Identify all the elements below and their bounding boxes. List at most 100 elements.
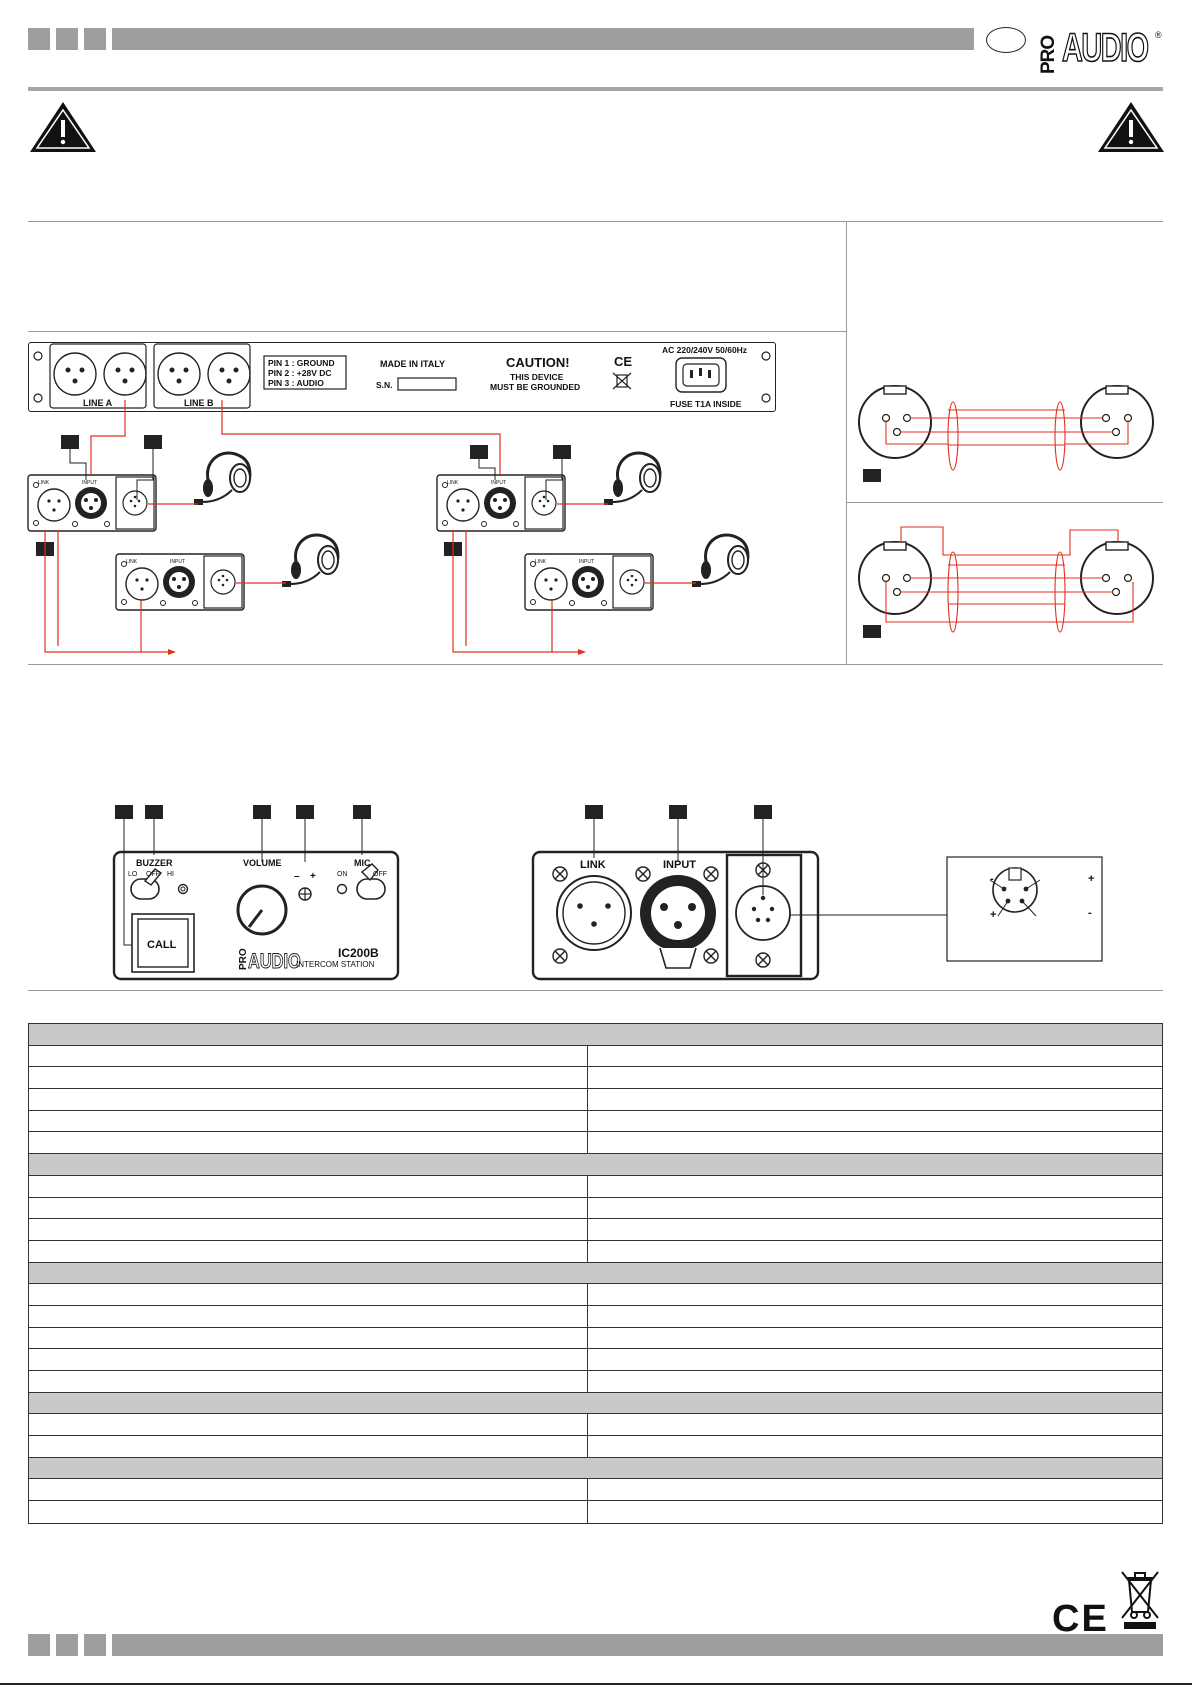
rear-input-label: INPUT: [663, 859, 696, 871]
table-row: [29, 1067, 1162, 1090]
station1-input: INPUT: [82, 480, 97, 486]
front-mic-label: MIC: [354, 858, 371, 868]
rack-xlr-3: [157, 352, 201, 396]
spec-section-head: [29, 1154, 1162, 1176]
header-rule: [28, 87, 1163, 91]
logo-registered: ®: [1155, 30, 1162, 40]
table-row: [29, 1349, 1162, 1371]
footer-bar: [112, 1634, 1163, 1656]
table-row: [29, 1219, 1162, 1241]
pinout-bl: +: [990, 909, 996, 921]
rule-3: [846, 502, 1163, 503]
weee-bin-icon: [1121, 1571, 1159, 1629]
footer-rule: [0, 1683, 1192, 1685]
rack-diagram: LINE A LINE B PIN 1 : GROUND PIN 2 : +28…: [33, 343, 771, 409]
table-row: [29, 1240, 1162, 1263]
spec-section-head: [29, 1457, 1162, 1480]
headset-icon-2: [280, 533, 340, 589]
callout-box-1: [61, 435, 79, 449]
rear-panel: [531, 805, 947, 981]
headset-pinout: [946, 856, 1103, 962]
pinout-tr: +: [1088, 873, 1094, 885]
rack-xlr-4: [207, 352, 251, 396]
rack-iec-socket: [675, 357, 727, 393]
table-row: [29, 1175, 1162, 1198]
rule-1: [28, 221, 1163, 222]
table-row: [29, 1371, 1162, 1393]
front-volume-label: VOLUME: [243, 858, 282, 868]
spec-section-head: [29, 1262, 1162, 1285]
station4-link: LINK: [535, 559, 547, 565]
rack-hole-br: [761, 393, 771, 403]
rack-pin-3: PIN 3 : AUDIO: [268, 378, 324, 388]
table-row: [29, 1132, 1162, 1155]
rack-ac: AC 220/240V 50/60Hz: [662, 345, 747, 355]
rule-vertical: [846, 221, 847, 664]
table-row: [29, 1479, 1162, 1502]
call-button-label: CALL: [147, 939, 177, 951]
table-row: [29, 1045, 1162, 1068]
table-row: [29, 1327, 1162, 1350]
rack-fuse: FUSE T1A INSIDE: [670, 399, 742, 409]
rack-made-in: MADE IN ITALY: [380, 359, 445, 369]
callout-box-5: [553, 445, 571, 459]
cable-diagram-1: [858, 385, 1154, 482]
header-box-2: [56, 28, 78, 50]
callout-box-2: [144, 435, 162, 449]
station2-input: INPUT: [170, 559, 185, 565]
rack-caution-1: THIS DEVICE: [510, 372, 564, 382]
rack-caution-2: MUST BE GROUNDED: [490, 382, 580, 392]
footer-box-1: [28, 1634, 50, 1656]
rack-line-b: LINE B: [184, 398, 214, 408]
rack-ce: CE: [614, 354, 632, 369]
front-minus-label: –: [294, 871, 300, 882]
front-off-label: OFF: [146, 871, 160, 878]
station3-input: INPUT: [491, 480, 506, 486]
rack-sn: S.N.: [376, 380, 393, 390]
rack-hole-tl: [33, 351, 43, 361]
front-hi-label: HI: [167, 871, 174, 878]
footer-box-3: [84, 1634, 106, 1656]
rack-pin-2: PIN 2 : +28V DC: [268, 368, 332, 378]
front-plus-label: +: [310, 871, 316, 882]
station1-link: LINK: [38, 480, 50, 486]
language-oval: [986, 27, 1026, 53]
table-row: [29, 1284, 1162, 1306]
rule-5: [28, 990, 1163, 991]
pinout-br: -: [1088, 907, 1092, 919]
rack-xlr-2: [103, 352, 147, 396]
spec-section-head: [29, 1024, 1162, 1046]
front-model: IC200B: [338, 946, 379, 960]
spec-table: [28, 1023, 1163, 1524]
rack-sn-box: [397, 377, 457, 391]
table-row: [29, 1110, 1162, 1133]
table-row: [29, 1414, 1162, 1437]
front-logo-audio: AUDIO: [248, 949, 301, 972]
rack-hole-tr: [761, 351, 771, 361]
table-row: [29, 1501, 1162, 1523]
headset-icon-3: [602, 451, 662, 507]
headset-icon-4: [690, 533, 750, 589]
rear-link-label: LINK: [580, 859, 606, 871]
footer-box-2: [56, 1634, 78, 1656]
logo-audio: AUDIO: [1061, 25, 1149, 71]
table-row: [29, 1089, 1162, 1111]
table-row: [29, 1436, 1162, 1458]
headset-icon-1: [192, 451, 252, 507]
header-box-3: [84, 28, 106, 50]
rack-panel: [28, 342, 776, 412]
station4-input: INPUT: [579, 559, 594, 565]
warning-icon-right: [1098, 102, 1164, 152]
rack-weee-icon: [612, 372, 632, 390]
front-model-sub: INTERCOM STATION: [296, 960, 375, 969]
rack-xlr-1: [53, 352, 97, 396]
spec-section-head: [29, 1392, 1162, 1415]
rule-4: [28, 664, 1163, 665]
proaudio-logo: PRO AUDIO ®: [1038, 20, 1165, 78]
table-row: [29, 1305, 1162, 1328]
front-on-label: ON: [337, 871, 348, 878]
rack-hole-bl: [33, 393, 43, 403]
station3-link: LINK: [447, 480, 459, 486]
front-panel: [112, 805, 400, 981]
